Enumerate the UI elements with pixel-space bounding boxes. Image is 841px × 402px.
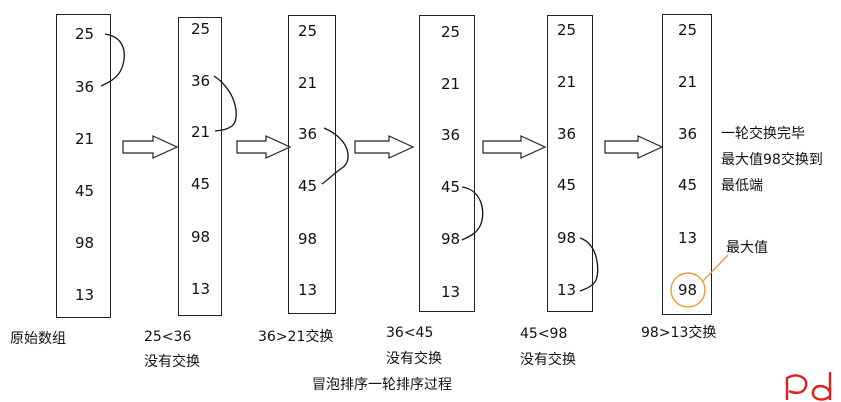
caption-col3-line2: 没有交换 [386, 351, 442, 367]
note-round-complete: 一轮交换完毕 [721, 126, 805, 142]
arrow-right-icon [482, 135, 547, 159]
caption-col3-line1: 36<45 [386, 325, 434, 341]
value-c5-r0: 25 [678, 21, 698, 39]
value-c5-r5: 98 [678, 281, 698, 299]
note-max-moved: 最大值98交换到 [721, 152, 823, 168]
value-c4-r4: 98 [557, 229, 577, 247]
caption-col1-line2: 没有交换 [144, 354, 200, 370]
max-value-pointer [702, 254, 729, 282]
value-c3-r3: 45 [441, 178, 461, 196]
value-c5-r4: 13 [678, 229, 698, 247]
caption-col5-line1: 98>13交换 [641, 325, 717, 341]
value-c3-r2: 36 [441, 126, 461, 144]
caption-col4-line2: 没有交换 [520, 352, 576, 368]
compare-bracket [321, 127, 349, 185]
array-column-0 [56, 14, 111, 318]
caption-col2-line1: 36>21交换 [258, 329, 334, 345]
arrow-right-icon [236, 135, 292, 159]
value-c2-r2: 36 [298, 125, 318, 143]
caption-col4-line1: 45<98 [520, 326, 568, 342]
value-c2-r5: 13 [298, 281, 318, 299]
value-c0-r5: 13 [75, 286, 95, 304]
value-c3-r5: 13 [441, 283, 461, 301]
array-column-1 [178, 17, 222, 316]
value-c5-r1: 21 [678, 73, 698, 91]
value-c4-r0: 25 [557, 21, 577, 39]
value-c4-r1: 21 [557, 73, 577, 91]
arrow-right-icon [354, 135, 415, 159]
value-c3-r1: 21 [441, 75, 461, 93]
value-c5-r2: 36 [678, 125, 698, 143]
array-column-5 [662, 14, 712, 315]
value-c3-r4: 98 [441, 230, 461, 248]
note-bottom: 最低端 [721, 178, 763, 194]
value-c1-r2: 21 [191, 123, 211, 141]
value-c3-r0: 25 [441, 23, 461, 41]
max-value-highlight [670, 272, 706, 308]
compare-bracket [213, 75, 237, 132]
value-c1-r1: 36 [191, 72, 211, 90]
note-max-label: 最大值 [726, 240, 768, 256]
value-c1-r4: 98 [191, 228, 211, 246]
value-c0-r4: 98 [75, 234, 95, 252]
array-column-2 [288, 15, 336, 314]
arrow-right-icon [122, 135, 179, 159]
value-c0-r0: 25 [75, 25, 95, 43]
caption-col0-line1: 原始数组 [10, 331, 66, 347]
compare-bracket [461, 186, 484, 241]
value-c1-r5: 13 [191, 280, 211, 298]
value-c1-r0: 25 [191, 20, 211, 38]
compare-bracket [100, 33, 125, 87]
value-c0-r3: 45 [75, 182, 95, 200]
value-c5-r3: 45 [678, 176, 698, 194]
array-column-4 [547, 15, 593, 312]
value-c4-r3: 45 [557, 176, 577, 194]
value-c2-r3: 45 [298, 177, 318, 195]
value-c2-r1: 21 [298, 74, 318, 92]
compare-bracket [579, 237, 599, 292]
value-c0-r1: 36 [75, 78, 95, 96]
value-c4-r5: 13 [557, 281, 577, 299]
value-c2-r4: 98 [298, 230, 318, 248]
value-c0-r2: 21 [75, 130, 95, 148]
caption-col1-line1: 25<36 [144, 329, 192, 345]
arrow-right-icon [604, 135, 664, 159]
value-c4-r2: 36 [557, 125, 577, 143]
value-c2-r0: 25 [298, 22, 318, 40]
value-c1-r3: 45 [191, 175, 211, 193]
array-column-3 [419, 15, 475, 312]
diagram-title: 冒泡排序一轮排序过程 [312, 377, 452, 393]
brand-logo [785, 372, 832, 401]
